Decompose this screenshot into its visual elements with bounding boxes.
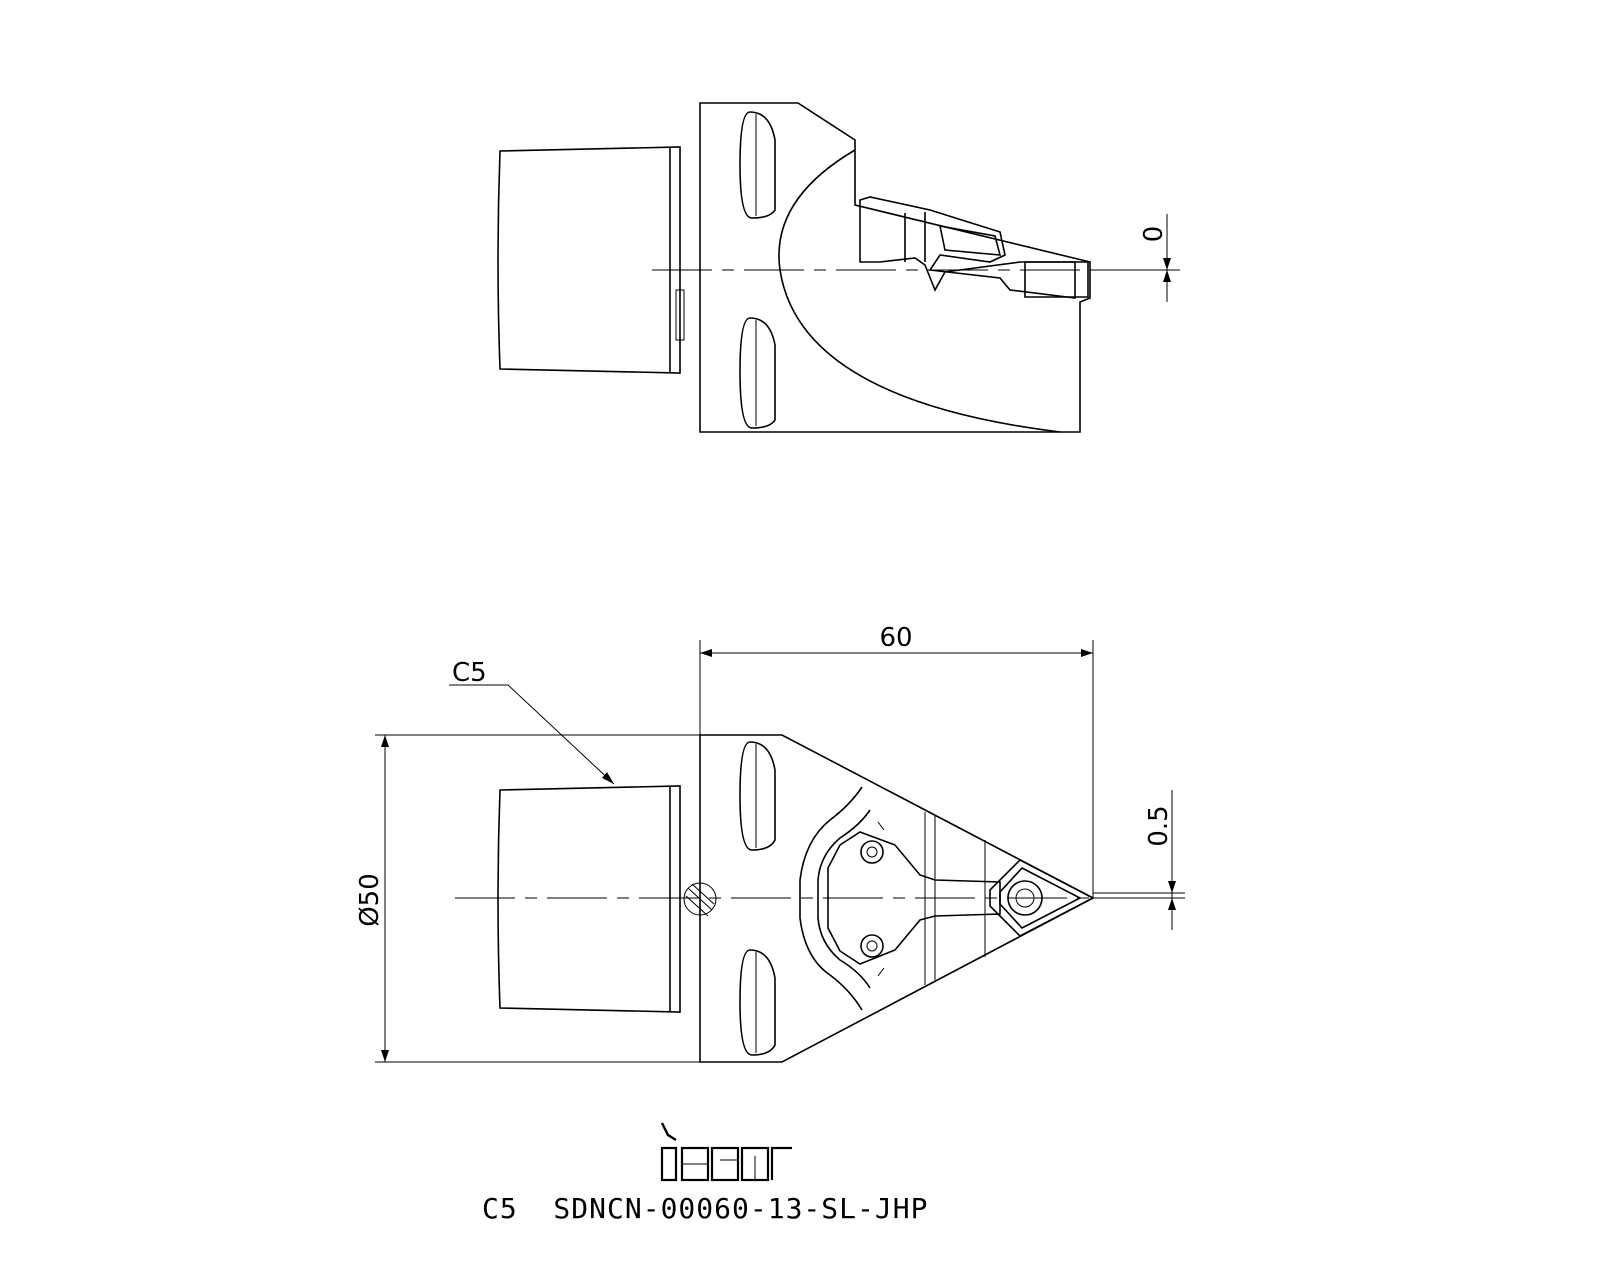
dim-diameter: Ø50	[355, 873, 385, 927]
chamfer-label: C5	[452, 658, 487, 688]
dim-length: 60	[879, 623, 912, 653]
top-view	[497, 102, 1180, 433]
front-view	[375, 640, 1185, 1063]
dim-top-offset: 0	[1139, 226, 1169, 243]
iscar-logo	[660, 1122, 792, 1182]
dim-offset: 0.5	[1144, 805, 1174, 846]
part-code: C5 SDNCN-00060-13-SL-JHP	[482, 1192, 928, 1225]
